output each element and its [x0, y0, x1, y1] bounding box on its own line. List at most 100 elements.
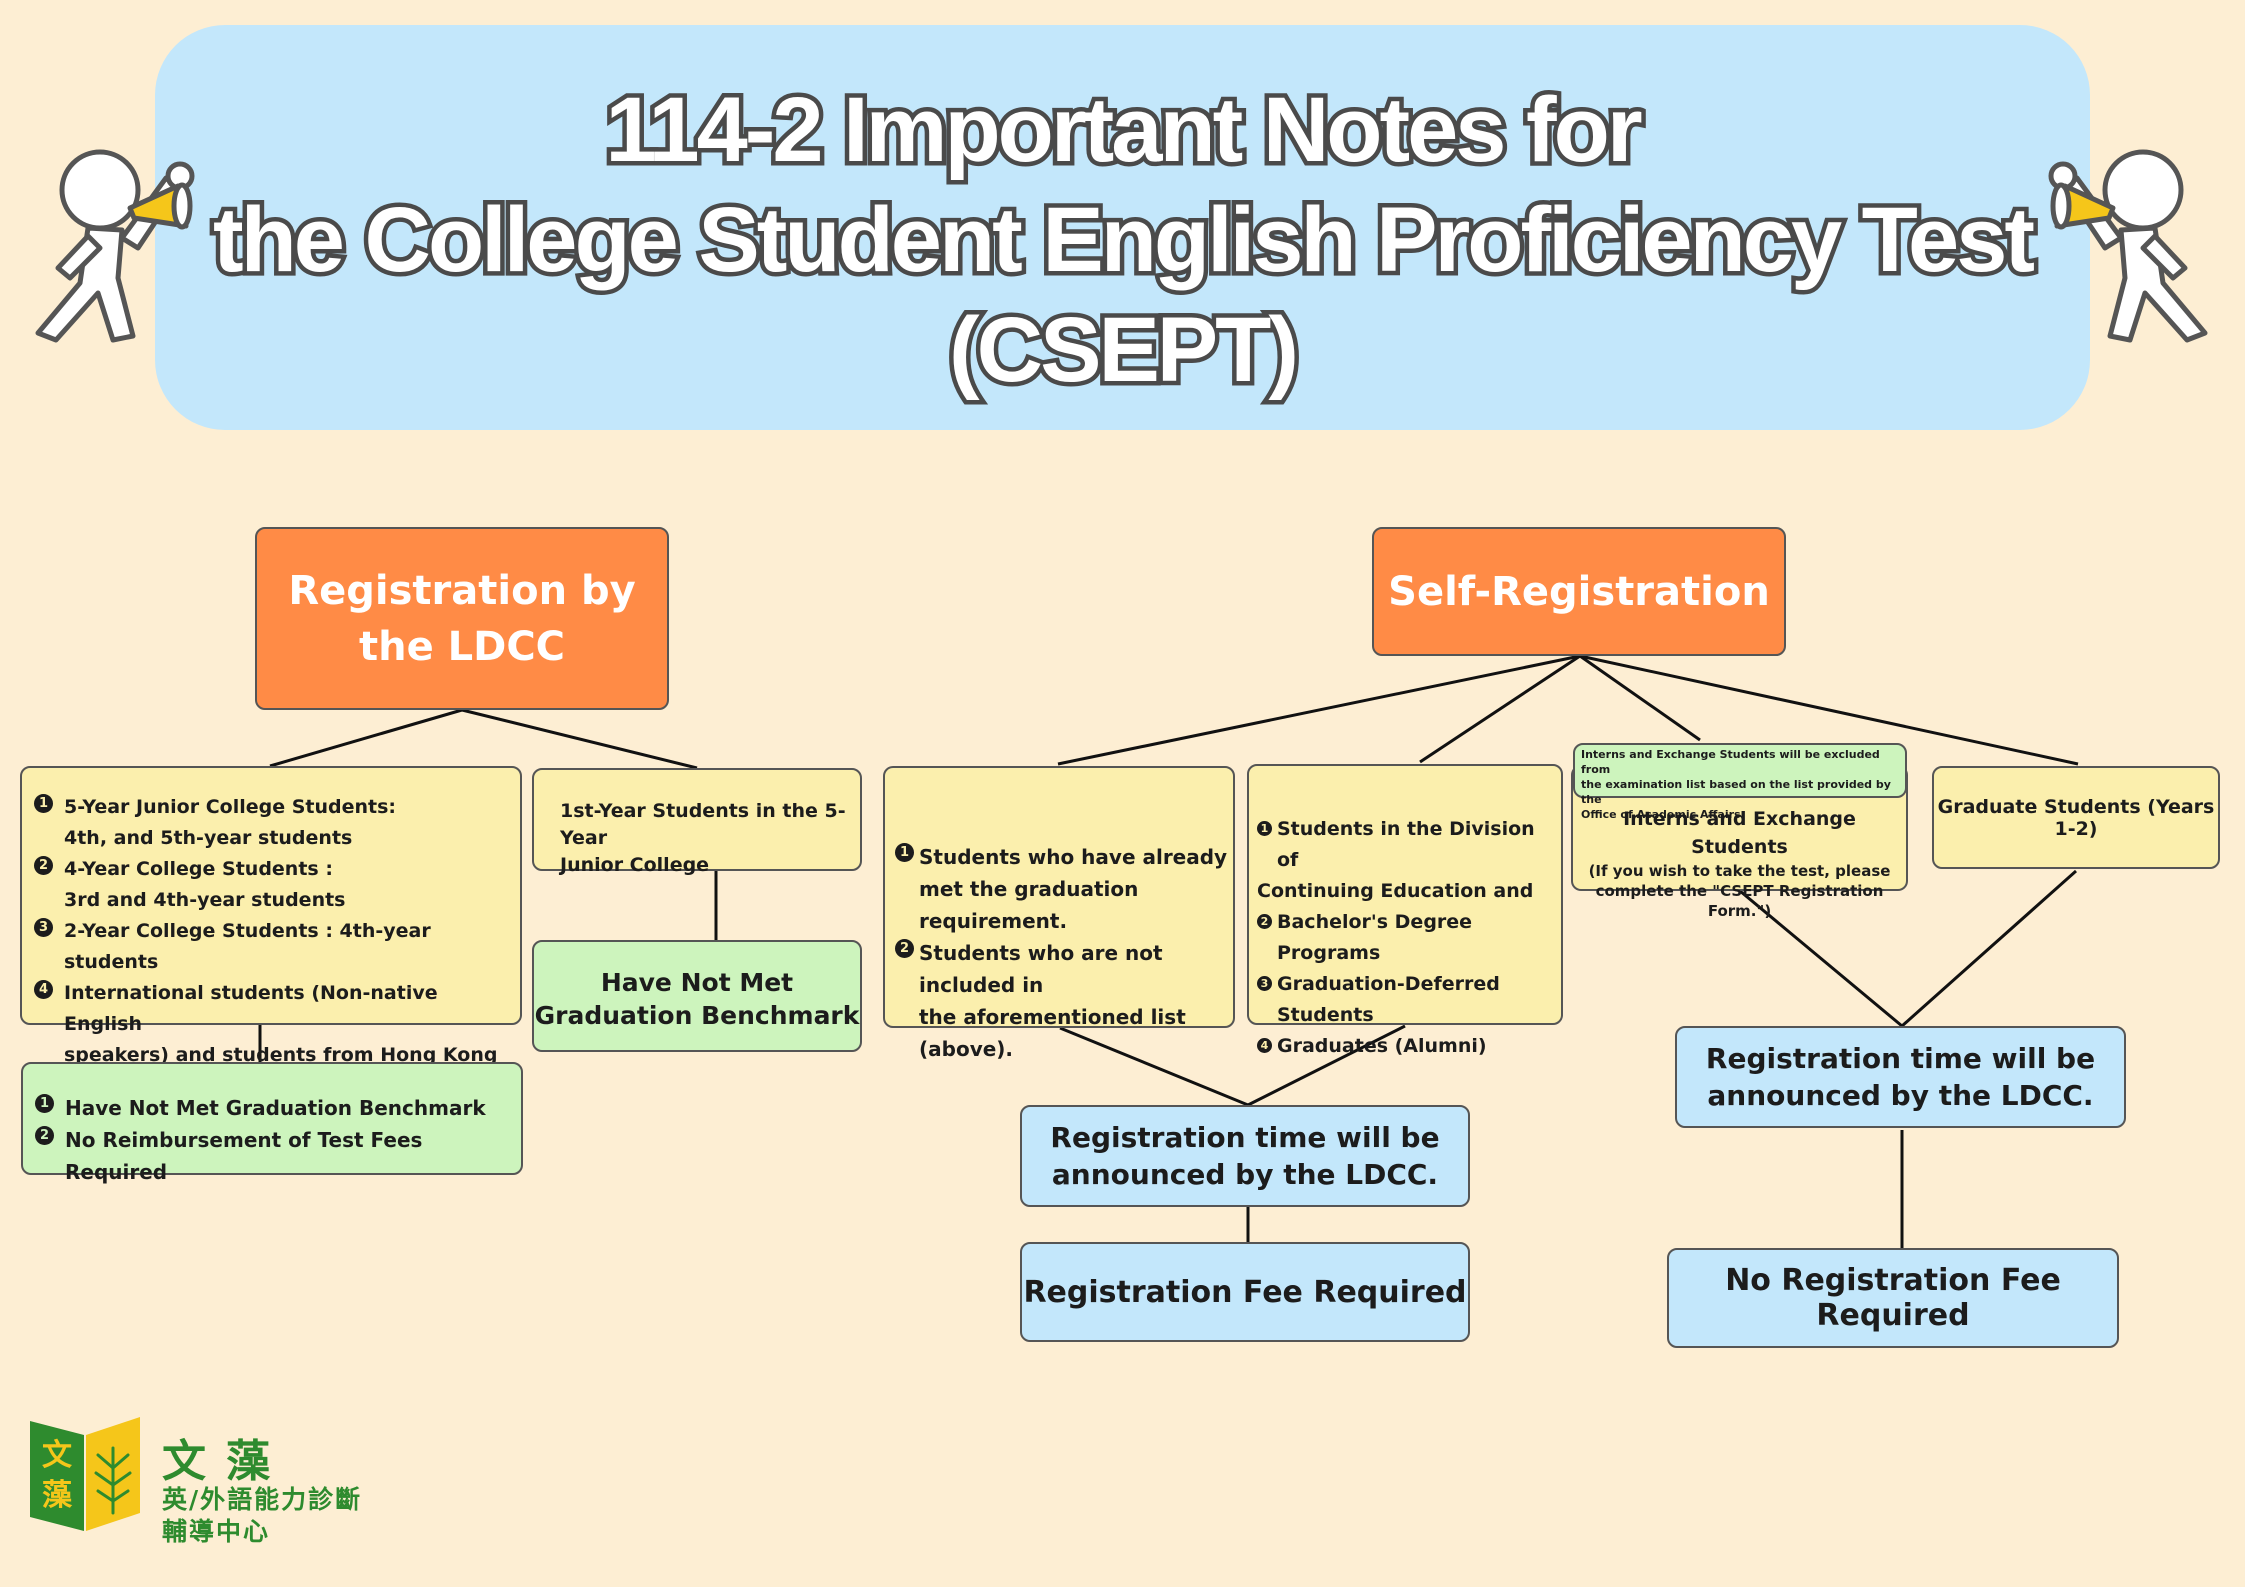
- item-text: Bachelor's Degree Programs: [1277, 911, 1473, 964]
- logo-mark-char: 文: [42, 1438, 72, 1473]
- item-number: 1: [1257, 821, 1272, 836]
- item-number: 1: [895, 843, 914, 862]
- item-text: Students who have already: [919, 845, 1228, 869]
- item-text: Have Not Met Graduation Benchmark: [65, 1096, 486, 1120]
- announce-box-left: Registration time will be announced by t…: [1020, 1105, 1470, 1207]
- item-text: the aforementioned list (above).: [919, 1005, 1186, 1061]
- note-text: Office of Academic Affairs.: [1581, 808, 1745, 821]
- connector: [1579, 654, 1701, 742]
- item-text: Graduates (Alumni): [1277, 1035, 1487, 1057]
- list-item: 1 Students in the Division of: [1257, 814, 1561, 876]
- continuing-education-box: 1 Students in the Division of Continuing …: [1247, 764, 1563, 1057]
- box-text: Junior College: [560, 854, 710, 876]
- self-registration-header: Self-Registration: [1372, 527, 1786, 656]
- list-item: 2 4-Year College Students : 3rd and 4th-ye…: [34, 854, 520, 916]
- list-item: 1 5-Year Junior College Students: 4th, and…: [34, 792, 520, 854]
- item-number: 3: [1257, 976, 1272, 991]
- item-number: 2: [895, 939, 914, 958]
- list-item: 4 Graduates (Alumni): [1257, 1031, 1561, 1062]
- page-title-line-2: the College Student English Proficiency …: [208, 185, 2039, 296]
- note-text: the examination list based on the list p…: [1581, 778, 1891, 806]
- logo-name: 文藻: [162, 1436, 290, 1487]
- connector: [269, 708, 463, 768]
- item-text: No Reimbursement of Test Fees Required: [65, 1128, 423, 1184]
- logo-mark-char: 藻: [42, 1478, 73, 1513]
- item-text: met the graduation requirement.: [919, 877, 1139, 933]
- ldcc-eligible-list: 1 5-Year Junior College Students: 4th, and…: [34, 792, 520, 1102]
- connector: [1579, 654, 2079, 766]
- first-year-result-box: Have Not Met Graduation Benchmark: [532, 940, 862, 1052]
- megaphone-figure-right-icon: [2048, 149, 2208, 343]
- ldcc-registration-header-label: Registration by the LDCC: [288, 567, 636, 670]
- item-number: 2: [1257, 914, 1272, 929]
- item-number: 1: [34, 794, 53, 813]
- item-text: Students who are not included in: [919, 941, 1163, 997]
- box-text: Have Not Met: [600, 968, 794, 997]
- list-item: 2 Students who are not included in the afo…: [895, 937, 1233, 1065]
- box-text: announced by the LDCC.: [1051, 1158, 1439, 1191]
- box-text: Registration Fee Required: [1023, 1274, 1467, 1310]
- ldcc-eligible-students-box: 1 5-Year Junior College Students: 4th, and…: [20, 766, 522, 1097]
- continuing-education-list: 1 Students in the Division of Continuing …: [1257, 814, 1561, 1062]
- interns-exclusion-note: Interns and Exchange Students will be ex…: [1573, 743, 1907, 821]
- box-text: Graduation Benchmark: [534, 1001, 860, 1030]
- note-text: Interns and Exchange Students will be ex…: [1581, 748, 1880, 776]
- item-text: International students (Non-native Engli…: [64, 982, 438, 1035]
- item-text: Continuing Education and: [1257, 880, 1534, 902]
- no-registration-fee-box: No Registration Fee Required: [1667, 1248, 2119, 1348]
- wenzao-logo-icon: 文 藻: [30, 1417, 140, 1531]
- item-text: 5-Year Junior College Students:: [64, 796, 396, 818]
- connector: [1739, 889, 1903, 1028]
- list-item: Continuing Education and: [1257, 876, 1561, 907]
- box-text: No Registration Fee Required: [1725, 1263, 2061, 1333]
- list-item: 1 Have Not Met Graduation Benchmark: [35, 1092, 521, 1124]
- item-text: 3rd and 4th-year students: [64, 889, 346, 911]
- list-item: 2 Bachelor's Degree Programs: [1257, 907, 1561, 969]
- box-title: Interns and Exchange Students: [1623, 808, 1856, 858]
- box-text: complete the "CSEPT Registration Form."): [1595, 882, 1884, 920]
- logo-subtitle-line-1: 英/外語能力診斷: [162, 1485, 363, 1514]
- box-text: Registration time will be: [1050, 1121, 1440, 1154]
- connector: [1901, 869, 2077, 1028]
- item-text: Students in the Division of: [1277, 818, 1535, 871]
- title-banner: [155, 25, 2090, 430]
- self-registration-header-label: Self-Registration: [1388, 568, 1770, 615]
- connector: [1057, 654, 1581, 766]
- box-text: (If you wish to take the test, please: [1588, 862, 1891, 880]
- list-item: 3 Graduation-Deferred Students: [1257, 969, 1561, 1031]
- box-text: Registration time will be: [1705, 1042, 2096, 1075]
- item-text: Graduation-Deferred Students: [1277, 973, 1500, 1026]
- item-number: 3: [34, 918, 53, 937]
- item-number: 2: [34, 856, 53, 875]
- connector: [1059, 1026, 1249, 1107]
- first-year-junior-college-box: 1st-Year Students in the 5-Year Junior C…: [532, 768, 862, 876]
- box-text: Graduate Students (Years 1-2): [1937, 795, 2215, 840]
- ldcc-registration-header: Registration by the LDCC: [255, 527, 669, 710]
- met-requirement-box: 1 Students who have already met the gradua…: [883, 766, 1235, 1061]
- logo-subtitle-line-2: 輔導中心: [162, 1517, 271, 1546]
- item-number: 4: [1257, 1038, 1272, 1053]
- item-number: 4: [34, 980, 53, 999]
- item-text: 4th, and 5th-year students: [64, 827, 353, 849]
- list-item: 3 2-Year College Students : 4th-year stud…: [34, 916, 520, 978]
- connector: [461, 708, 698, 770]
- tree-icon: [94, 1446, 132, 1515]
- box-text: announced by the LDCC.: [1707, 1079, 2094, 1112]
- page-title-line-1: 114-2 Important Notes for: [601, 75, 1647, 186]
- connector: [1419, 654, 1581, 764]
- met-requirement-list: 1 Students who have already met the gradua…: [895, 841, 1233, 1065]
- item-number: 1: [35, 1094, 54, 1113]
- item-text: 2-Year College Students : 4th-year stude…: [64, 920, 431, 973]
- announce-box-right: Registration time will be announced by t…: [1675, 1026, 2126, 1128]
- graduate-students-box: Graduate Students (Years 1-2): [1932, 766, 2220, 869]
- list-item: 1 Students who have already met the gradua…: [895, 841, 1233, 937]
- connector: [1247, 1024, 1406, 1107]
- box-text: 1st-Year Students in the 5-Year: [560, 800, 846, 849]
- item-text: 4-Year College Students :: [64, 858, 333, 880]
- page-title-line-3: (CSEPT): [945, 295, 1304, 406]
- registration-fee-required-box: Registration Fee Required: [1020, 1242, 1470, 1342]
